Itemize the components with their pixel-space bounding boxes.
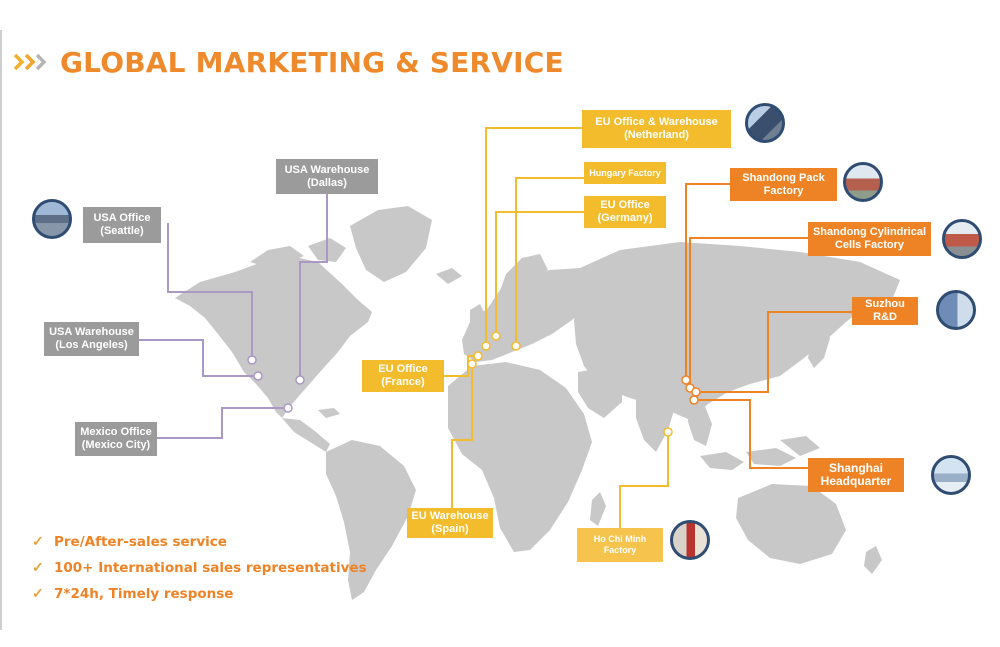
hochiminh-photo bbox=[670, 520, 710, 560]
label-usa-warehouse-dallas: USA Warehouse (Dallas) bbox=[276, 159, 378, 194]
label-hochiminh-factory: Ho Chi Minh Factory bbox=[577, 528, 663, 562]
feature-item: ✓ 100+ International sales representativ… bbox=[32, 559, 367, 576]
label-shandong-pack-factory: Shandong Pack Factory bbox=[730, 168, 837, 201]
label-mexico-office: Mexico Office (Mexico City) bbox=[75, 422, 157, 456]
feature-item: ✓ Pre/After-sales service bbox=[32, 533, 227, 550]
usa-office-photo bbox=[32, 199, 72, 239]
label-eu-office-germany: EU Office (Germany) bbox=[584, 196, 666, 228]
connector-lines bbox=[138, 127, 852, 528]
label-suzhou-rd: Suzhou R&D bbox=[852, 297, 918, 325]
double-chevron-right-icon bbox=[13, 53, 47, 71]
label-hungary-factory: Hungary Factory bbox=[584, 162, 666, 184]
label-eu-warehouse-spain: EU Warehouse (Spain) bbox=[407, 508, 493, 538]
check-icon: ✓ bbox=[32, 559, 44, 575]
location-dots bbox=[247, 331, 701, 437]
suzhou-photo bbox=[936, 290, 976, 330]
label-eu-office-warehouse-netherland: EU Office & Warehouse (Netherland) bbox=[582, 110, 731, 148]
page-title: GLOBAL MARKETING & SERVICE bbox=[60, 45, 564, 79]
shanghai-photo bbox=[931, 455, 971, 495]
label-usa-office-seattle: USA Office (Seattle) bbox=[83, 207, 161, 243]
feature-item: ✓ 7*24h, Timely response bbox=[32, 585, 234, 602]
header: GLOBAL MARKETING & SERVICE bbox=[12, 44, 564, 80]
label-eu-office-france: EU Office (France) bbox=[362, 360, 444, 392]
shandong-cells-photo bbox=[942, 219, 982, 259]
netherland-warehouse-photo bbox=[745, 103, 785, 143]
label-shanghai-headquarter: Shanghai Headquarter bbox=[808, 458, 904, 492]
label-shandong-cylindrical-cells: Shandong Cylindrical Cells Factory bbox=[808, 222, 931, 256]
label-usa-warehouse-la: USA Warehouse (Los Angeles) bbox=[44, 322, 139, 356]
check-icon: ✓ bbox=[32, 533, 44, 549]
feature-list: ✓ Pre/After-sales service ✓ 100+ Interna… bbox=[32, 533, 367, 611]
left-border bbox=[0, 30, 2, 630]
continents bbox=[175, 206, 900, 600]
check-icon: ✓ bbox=[32, 585, 44, 601]
shandong-pack-photo bbox=[843, 162, 883, 202]
